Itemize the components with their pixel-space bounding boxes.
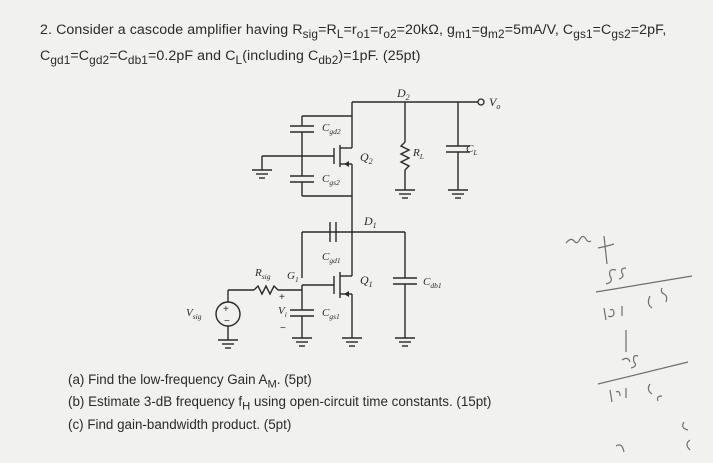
node-d1-wires — [302, 210, 406, 278]
label-Rsig: Rsig — [254, 267, 271, 281]
vsig-plus-sign: + — [223, 304, 229, 315]
label-D1: D1 — [363, 214, 377, 230]
transistor-q2 — [252, 140, 353, 210]
vsig-minus-sign: − — [224, 316, 230, 327]
label-Vo: Vo — [489, 95, 500, 111]
capacitor-cgs1 — [290, 290, 314, 347]
problem-statement-line-1: 2. Consider a cascode amplifier having R… — [40, 22, 667, 41]
label-Cgd2: Cgd2 — [322, 122, 341, 136]
transistor-q1 — [302, 232, 362, 347]
label-Vsig: Vsig — [186, 307, 202, 321]
label-Cdb1: Cdb1 — [423, 276, 442, 290]
label-D2: D2 — [396, 86, 410, 102]
label-Q2: Q2 — [360, 150, 373, 166]
label-Vi: Vi — [278, 305, 287, 319]
capacitor-cdb1 — [393, 277, 417, 347]
voltage-source-vsig — [215, 290, 241, 349]
handwritten-scribbles — [565, 235, 693, 453]
label-G1: G1 — [287, 270, 299, 284]
question-a: (a) Find the low-frequency Gain AM. (5pt… — [68, 372, 312, 391]
output-node-wires — [351, 98, 485, 142]
capacitor-cgd2 — [290, 115, 352, 156]
question-c: (c) Find gain-bandwidth product. (5pt) — [68, 417, 292, 432]
label-Cgs1: Cgs1 — [322, 307, 340, 321]
question-b: (b) Estimate 3-dB frequency fH using ope… — [68, 394, 492, 413]
label-RL: RL — [412, 147, 424, 161]
resistor-rsig — [228, 284, 303, 296]
label-Cgd1: Cgd1 — [322, 251, 341, 265]
vi-plus-sign: + — [279, 292, 285, 303]
problem-statement-line-2: Cgd1=Cgd2=Cdb1=0.2pF and CL(including Cd… — [40, 48, 421, 67]
resistor-rl — [395, 141, 415, 199]
vi-minus-sign: − — [280, 323, 286, 334]
capacitor-cgs2 — [290, 156, 352, 197]
label-Q1: Q1 — [360, 273, 373, 289]
capacitor-cgd1 — [301, 222, 337, 278]
capacitor-cl — [446, 142, 470, 199]
vo-terminal — [477, 98, 485, 106]
label-CL: CL — [466, 143, 478, 157]
label-Cgs2: Cgs2 — [322, 173, 340, 187]
